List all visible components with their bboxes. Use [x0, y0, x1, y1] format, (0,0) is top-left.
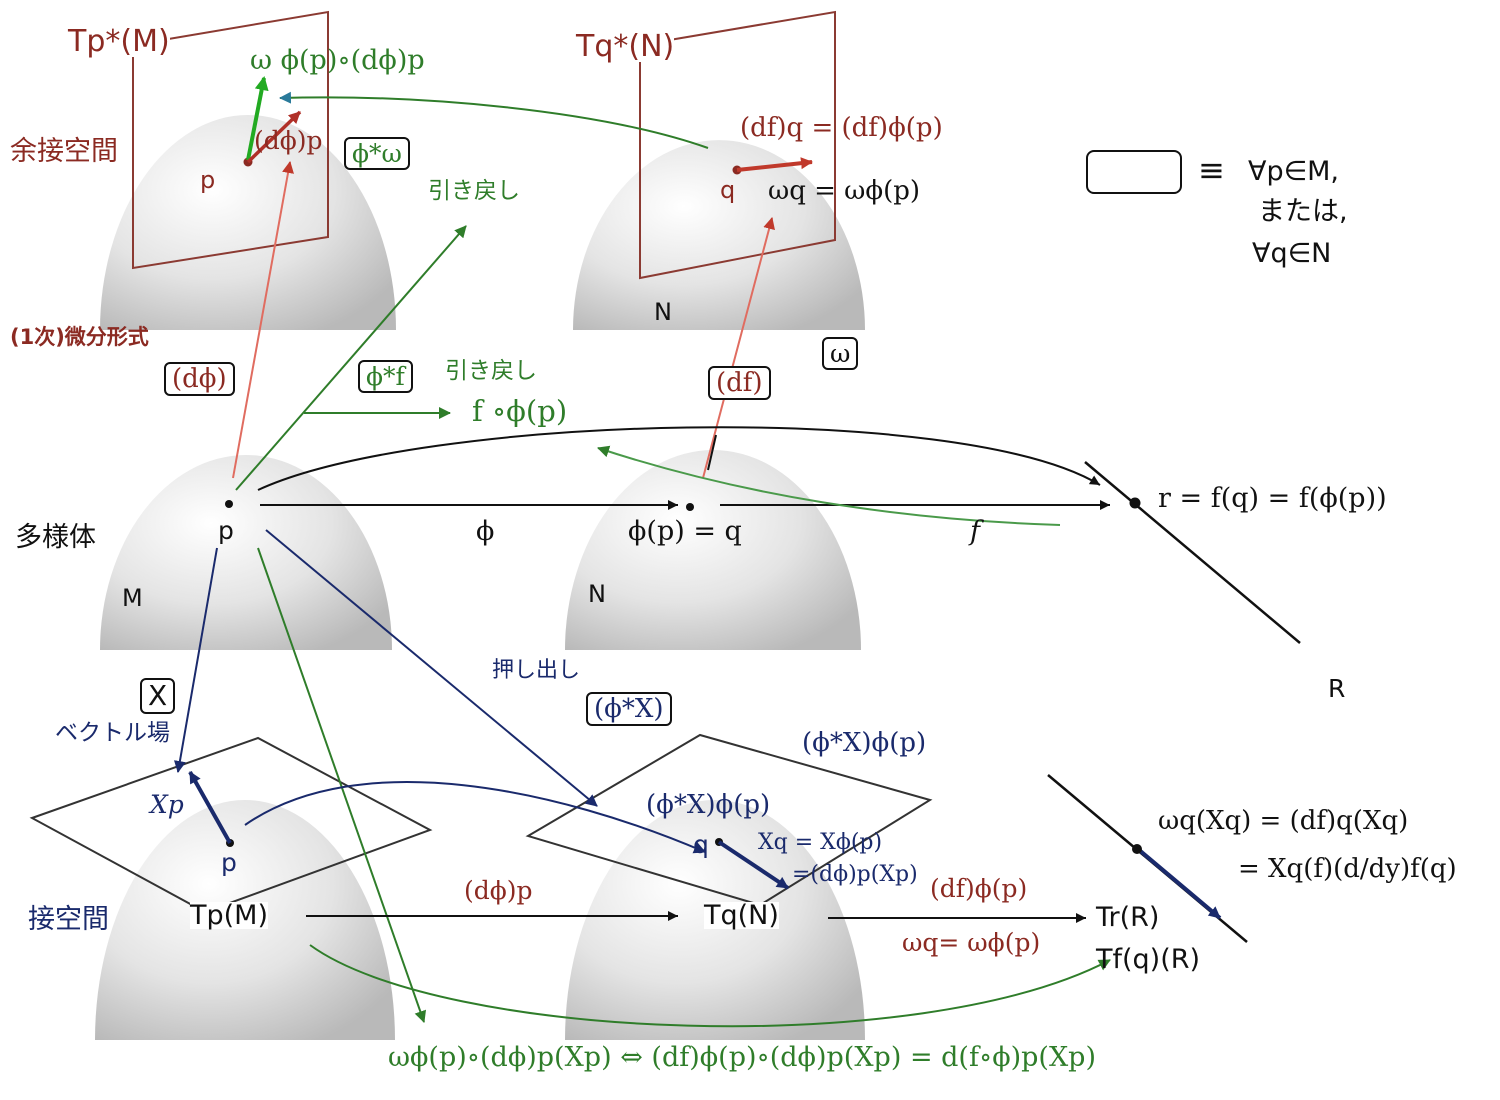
label-cotangent-space: 余接空間	[10, 136, 118, 167]
hemisphere-mid-N	[565, 450, 861, 650]
plane-tpm-star	[132, 10, 329, 270]
label-dphi-p-top: (dϕ)p	[254, 126, 323, 155]
label-one-form: (1次)微分形式	[10, 325, 149, 349]
label-pullback-mid: 引き戻し	[445, 358, 537, 384]
arrow-phi-p-to-df	[702, 217, 775, 479]
box-phi-star-omega: ϕ*ω	[344, 137, 410, 170]
label-r-eq: r = f(q) = f(ϕ(p))	[1158, 483, 1387, 514]
label-Xp: Xp	[150, 790, 184, 819]
label-tangent-space: 接空間	[28, 904, 109, 935]
label-pushforward: 押し出し	[492, 658, 581, 683]
label-Tr-R: Tr(R)	[1096, 902, 1160, 933]
label-phi-star-X-phi-p-2: (ϕ*X)ϕ(p)	[646, 790, 771, 820]
arrow-Xp	[188, 771, 232, 844]
arrow-p-to-bottom-formula	[257, 547, 427, 1023]
legend-equiv: ≡	[1198, 151, 1225, 189]
hemisphere-mid-M	[100, 455, 392, 650]
label-pullback-top: 引き戻し	[428, 178, 520, 204]
label-Xq-eq2: =(dϕ)p(Xp)	[792, 862, 918, 887]
box-omega: ω	[822, 337, 859, 370]
arrow-Xq	[717, 840, 790, 890]
arrow-p-to-dphi	[232, 161, 294, 479]
legend-forall-q: ∀q∈N	[1252, 238, 1332, 269]
label-R: R	[1328, 674, 1346, 703]
label-f: f	[970, 516, 980, 547]
box-phi-star-X: (ϕ*X)	[586, 692, 672, 726]
label-f-circ-phi: f ∘ϕ(p)	[472, 394, 568, 428]
arrow-pullback-f-curve	[597, 445, 1061, 526]
label-M: M	[122, 584, 143, 612]
hemisphere-top-N	[573, 140, 865, 330]
label-q-top: q	[720, 176, 736, 204]
arrow-Xp-to-Xq-curve	[244, 781, 706, 854]
label-p-bottom: p	[221, 848, 237, 877]
point-r	[1129, 497, 1141, 509]
legend-box	[1086, 150, 1182, 194]
line-R-top	[1084, 461, 1301, 644]
label-phi-p-eq-q: ϕ(p) = q	[628, 516, 742, 547]
label-omega-q-eq: ωq= ωϕ(p)	[902, 928, 1041, 957]
label-p-top: p	[200, 166, 216, 194]
arrow-df-q-top	[736, 157, 813, 172]
arrow-p-to-pullback	[235, 225, 467, 491]
label-Tfq-R: Tf(q)(R)	[1096, 944, 1201, 975]
box-X: X	[140, 678, 176, 714]
label-dphi-p-bottom: (dϕ)p	[464, 876, 533, 905]
plane-tqn	[525, 733, 933, 907]
point-p-mid	[225, 500, 233, 508]
hemisphere-top-M	[100, 115, 396, 330]
label-manifold: 多様体	[15, 522, 96, 553]
label-omega-q-top: ωq = ωϕ(p)	[768, 176, 921, 206]
legend-forall-p: ∀p∈M,	[1248, 156, 1340, 187]
label-Tq-N: Tq(N)	[704, 900, 779, 931]
label-tqn-star: Tq*(N)	[576, 29, 675, 64]
plane-tqn-star	[639, 10, 836, 280]
label-N-mid: N	[588, 580, 606, 608]
bottom-formula: ωϕ(p)∘(dϕ)p(Xp) ⇔ (df)ϕ(p)∘(dϕ)p(Xp) = d…	[388, 1042, 1096, 1073]
label-df-q: (df)q = (df)ϕ(p)	[740, 113, 943, 143]
box-phi-star-f: ϕ*f	[358, 360, 413, 393]
label-omega-pullback: ω ϕ(p)∘(dϕ)p	[250, 45, 425, 76]
point-phi-p-mid	[686, 503, 694, 511]
label-df-phi-p-bottom: (df)ϕ(p)	[930, 874, 1028, 903]
tangent-vector-R	[1136, 847, 1222, 920]
arrow-omega-pullback	[246, 76, 269, 161]
arrow-dphi-p-top	[246, 110, 302, 164]
point-on-R-bottom	[1132, 844, 1142, 854]
box-dphi: (dϕ)	[164, 362, 235, 396]
label-omega-q-Xq: ωq(Xq) = (df)q(Xq)	[1158, 806, 1409, 836]
arrow-composite-curve	[257, 426, 1101, 491]
arrow-p-to-X	[173, 547, 218, 773]
arrow-green-bottom-curve	[309, 944, 1111, 1028]
label-Tp-M: Tp(M)	[190, 900, 268, 931]
label-q-bottom: q	[693, 830, 709, 859]
arrow-pushforward	[265, 529, 598, 807]
label-vector-field: ベクトル場	[55, 720, 170, 746]
legend-or: または,	[1258, 196, 1348, 227]
label-p-mid: p	[218, 516, 234, 545]
box-df: (df)	[708, 366, 771, 400]
label-phi: ϕ	[476, 516, 495, 547]
line-df-box-leader	[707, 434, 717, 471]
label-eq-line2: = Xq(f)(d/dy)f(q)	[1238, 854, 1457, 884]
label-N-top: N	[654, 298, 672, 326]
label-tpm-star: Tp*(M)	[68, 24, 170, 59]
arrow-pullback-curve-top	[279, 91, 709, 149]
label-Xq-eq: Xq = Xϕ(p)	[758, 830, 883, 855]
label-phi-star-X-phi-p-1: (ϕ*X)ϕ(p)	[802, 728, 927, 758]
